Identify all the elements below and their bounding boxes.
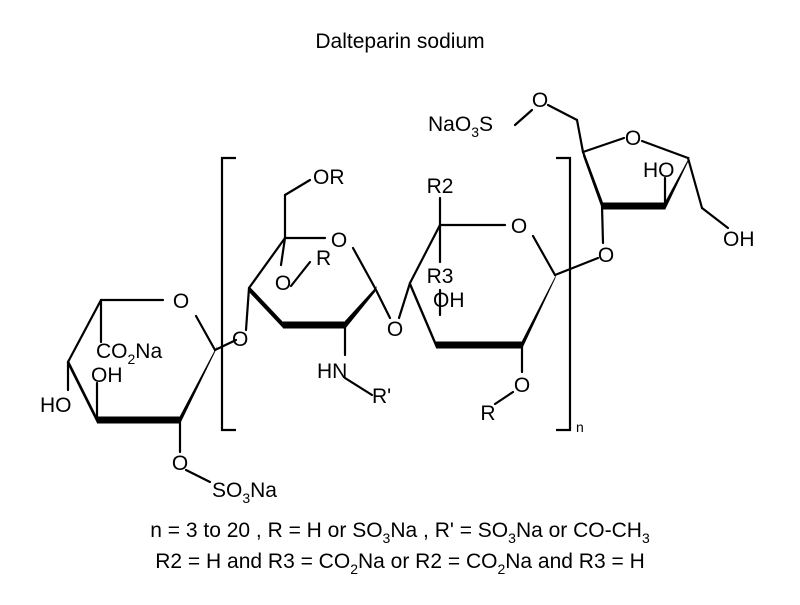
ring3-link-oxygen-label: O [598,244,614,267]
ring2-r-label: R [316,247,331,270]
ring4-naosulfate-label: NaO3S [428,113,493,140]
ring4-oh-label: OH [723,228,755,251]
ring2-or-oxygen-label: O [275,272,291,295]
ring3-bottom-oxygen-label: O [514,374,530,397]
left-bracket [220,156,236,432]
ring-4 [513,103,730,245]
ring1-co2na-label: CO2Na [96,340,162,367]
ring2-rprime-label: R' [372,385,391,408]
ring-1 [66,298,238,484]
ring4-ho-label: HO [643,159,675,182]
ring-3 [397,196,600,406]
ring3-r2-label: R2 [427,175,454,198]
ring2-link-oxygen-label: O [387,318,403,341]
ring3-r-label: R [480,402,495,425]
ring1-oh-label: OH [91,364,123,387]
ring3-oxygen-label: O [511,215,527,238]
diagram-title: Dalteparin sodium [315,30,484,53]
ring3-r3-label: R3 [427,265,454,288]
ring1-ho-label: HO [40,394,72,417]
ring3-oh-label: OH [433,289,465,312]
ring1-oxygen-label: O [173,290,189,313]
ring1-so3na-label: SO3Na [212,479,277,506]
ring4-top-oxygen-label: O [532,89,548,112]
ring-2 [244,178,392,397]
ring4-oxygen-label: O [625,127,641,150]
ring1-link-oxygen-label: O [232,328,248,351]
right-bracket [556,156,572,432]
repeat-count-n: n [576,419,584,435]
footer-line-1: n = 3 to 20 , R = H or SO3Na , R' = SO3N… [150,519,650,546]
ring2-or-label: OR [313,166,345,189]
ring1-sulfate-oxygen-label: O [172,452,188,475]
ring2-hn-label: HN [317,360,347,383]
ring2-oxygen-label: O [331,229,347,252]
footer-line-2: R2 = H and R3 = CO2Na or R2 = CO2Na and … [155,550,645,577]
